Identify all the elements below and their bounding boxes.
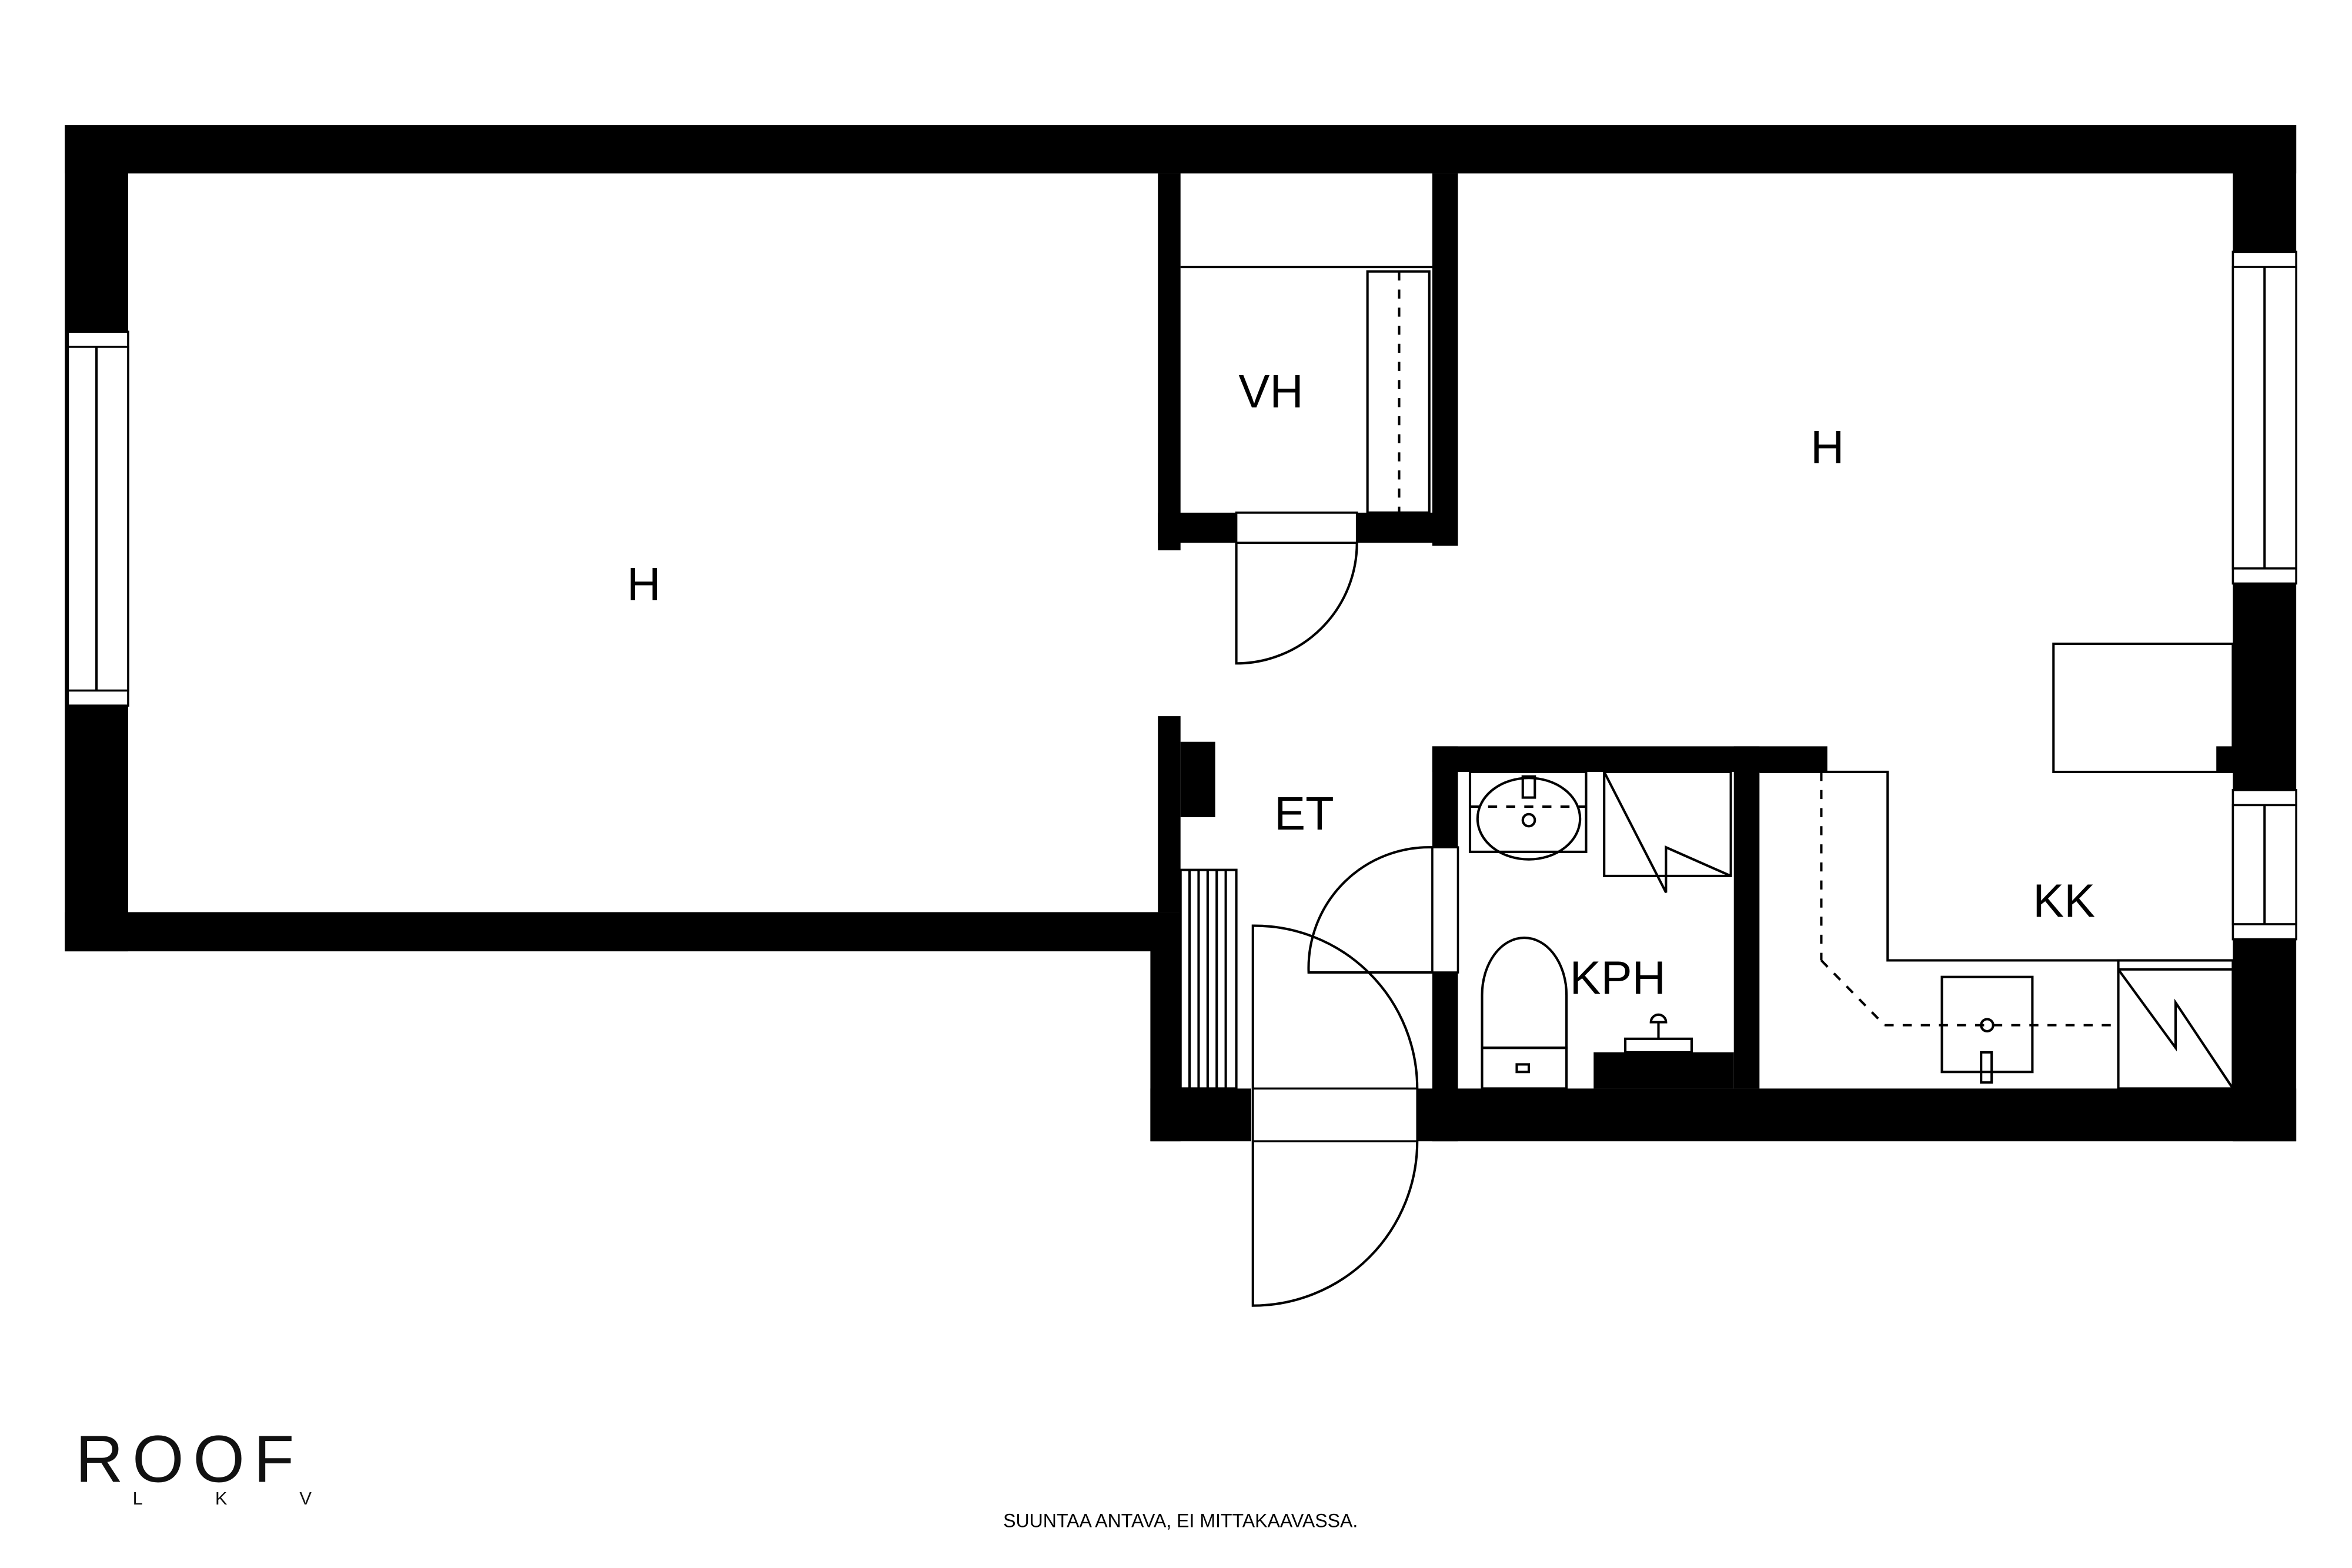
room-label-et: ET [1274, 787, 1334, 840]
room-label-vh: VH [1238, 365, 1303, 417]
doors [1235, 511, 1432, 1307]
room-label-h-left: H [627, 558, 660, 610]
furniture [1179, 265, 2234, 1090]
logo-main: ROOF [75, 1422, 303, 1496]
windows [66, 250, 2297, 974]
logo-sub: LKV [133, 1488, 384, 1509]
room-label-h-right: H [1810, 421, 1844, 473]
roof-logo: ROOF LKV [75, 1422, 384, 1509]
disclaimer: SUUNTAA ANTAVA, EI MITTAKAAVASSA. [1003, 1510, 1358, 1532]
room-label-kph: KPH [1570, 951, 1666, 1004]
room-label-kk: KK [2033, 875, 2095, 927]
